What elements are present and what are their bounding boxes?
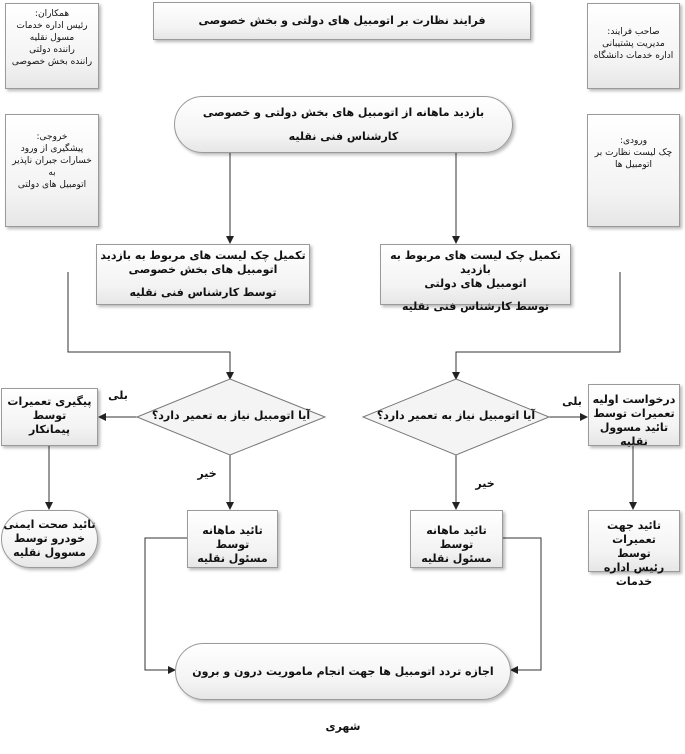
right-checklist-line1: تکمیل چک لیست های مربوط به بازدید xyxy=(390,249,561,276)
left-checklist-line1: تکمیل چک لیست های مربوط به بازدید xyxy=(100,249,306,262)
partners-line: رئیس اداره خدمات xyxy=(16,21,88,31)
left-followup-line3: پیمانکار xyxy=(28,423,71,436)
partners-line: راننده دولتی xyxy=(29,45,75,55)
partners-heading: همکاران: xyxy=(34,9,70,19)
left-monthly-line1: تائید ماهانه توسط xyxy=(202,524,263,551)
flow-connectors xyxy=(45,152,637,674)
right-request-line1: درخواست اولیه xyxy=(592,393,676,406)
input-line: چک لیست نظارت بر xyxy=(594,148,673,158)
owner-line: اداره خدمات دانشگاه xyxy=(593,51,674,61)
left-followup-line1: پیگیری تعمیرات xyxy=(7,395,92,408)
end-text: اجازه تردد اتومبیل ها جهت انجام ماموریت … xyxy=(192,665,494,733)
left-checklist-process: تکمیل چک لیست های مربوط به بازدید اتومبی… xyxy=(96,244,310,305)
input-heading: ورودی: xyxy=(619,136,648,146)
left-followup-process: پیگیری تعمیرات توسط پیمانکار xyxy=(1,388,98,446)
right-checklist-line2: اتومبیل های دولتی xyxy=(424,277,527,290)
right-monthly-process: تائید ماهانه توسط مسئول نقلیه xyxy=(410,510,503,568)
left-safety-line2: خودرو توسط xyxy=(13,532,86,545)
start-line2: کارشناس فنی نقلیه xyxy=(288,130,399,143)
owner-line: مدیریت پشتیبانی xyxy=(602,39,665,49)
decision-right-diamond xyxy=(361,378,551,456)
left-monthly-line2: مسئول نقلیه xyxy=(197,552,268,565)
left-checklist-line2: اتومبیل های بخش خصوصی xyxy=(128,263,278,276)
left-safety-terminal: تائید صحت ایمنی خودرو توسط مسوول نقلیه xyxy=(1,510,98,568)
right-approve-line1: تائید جهت تعمیرات xyxy=(607,519,661,546)
start-line1: بازدید ماهانه از اتومبیل های بخش دولتی و… xyxy=(202,106,485,119)
left-checklist-line3: توسط کارشناس فنی نقلیه xyxy=(129,286,277,299)
process-title: فرایند نظارت بر اتومبیل های دولتی و بخش … xyxy=(153,2,531,40)
right-checklist-line3: توسط کارشناس فنی نقلیه xyxy=(401,300,550,313)
output-line: اتومبیل های دولتی xyxy=(17,180,87,190)
left-monthly-process: تائید ماهانه توسط مسئول نقلیه xyxy=(187,510,278,568)
input-line: اتومبیل ها xyxy=(614,160,653,170)
process-title-text: فرایند نظارت بر اتومبیل های دولتی و بخش … xyxy=(198,14,486,27)
output-box: خروجی: پیشگیری از ورود خسارات جبران ناپذ… xyxy=(5,114,99,227)
right-approve-process: تائید جهت تعمیرات توسط رئیس اداره خدمات xyxy=(588,510,680,588)
left-followup-line2: توسط xyxy=(32,409,67,422)
right-request-line2: تعمیرات توسط xyxy=(593,407,675,420)
input-box: ورودی: چک لیست نظارت بر اتومبیل ها xyxy=(587,114,680,227)
owner-heading: صاحب فرایند: xyxy=(607,27,660,37)
right-request-line3: تائید مسوول نقلیه xyxy=(599,421,669,448)
owner-box: صاحب فرایند: مدیریت پشتیبانی اداره خدمات… xyxy=(587,3,680,89)
decision-left-diamond xyxy=(135,378,327,456)
decision-right-label: آیا اتومبیل نیاز به تعمیر دارد؟ xyxy=(376,409,536,422)
start-terminal: بازدید ماهانه از اتومبیل های بخش دولتی و… xyxy=(174,96,513,153)
right-request-process: درخواست اولیه تعمیرات توسط تائید مسوول ن… xyxy=(588,384,680,448)
left-yes-label: بلی xyxy=(108,389,128,402)
right-yes-label: بلی xyxy=(562,395,582,408)
right-monthly-line1: تائید ماهانه توسط xyxy=(426,524,487,551)
right-no-label: خیر xyxy=(475,477,495,490)
right-approve-line3: رئیس اداره خدمات xyxy=(603,561,665,588)
left-safety-line3: مسوول نقلیه xyxy=(13,546,86,559)
right-checklist-process: تکمیل چک لیست های مربوط به بازدید اتومبی… xyxy=(380,244,571,313)
partners-box: همکاران: رئیس اداره خدمات مسول نقلیه ران… xyxy=(5,3,99,89)
right-approve-line2: توسط xyxy=(617,547,651,560)
output-line: پیشگیری از ورود xyxy=(20,144,84,154)
left-safety-line1: تائید صحت ایمنی xyxy=(3,518,96,531)
end-terminal: اجازه تردد اتومبیل ها جهت انجام ماموریت … xyxy=(175,643,511,733)
decision-left-label: آیا اتومبیل نیاز به تعمیر دارد؟ xyxy=(151,409,311,422)
right-monthly-line2: مسئول نقلیه xyxy=(421,552,492,565)
output-line: خسارات جبران ناپذیر به xyxy=(12,156,92,178)
partners-line: مسول نقلیه xyxy=(29,33,75,43)
output-heading: خروجی: xyxy=(36,132,68,142)
partners-line: راننده بخش خصوصی xyxy=(11,57,93,67)
left-no-label: خیر xyxy=(197,467,217,480)
